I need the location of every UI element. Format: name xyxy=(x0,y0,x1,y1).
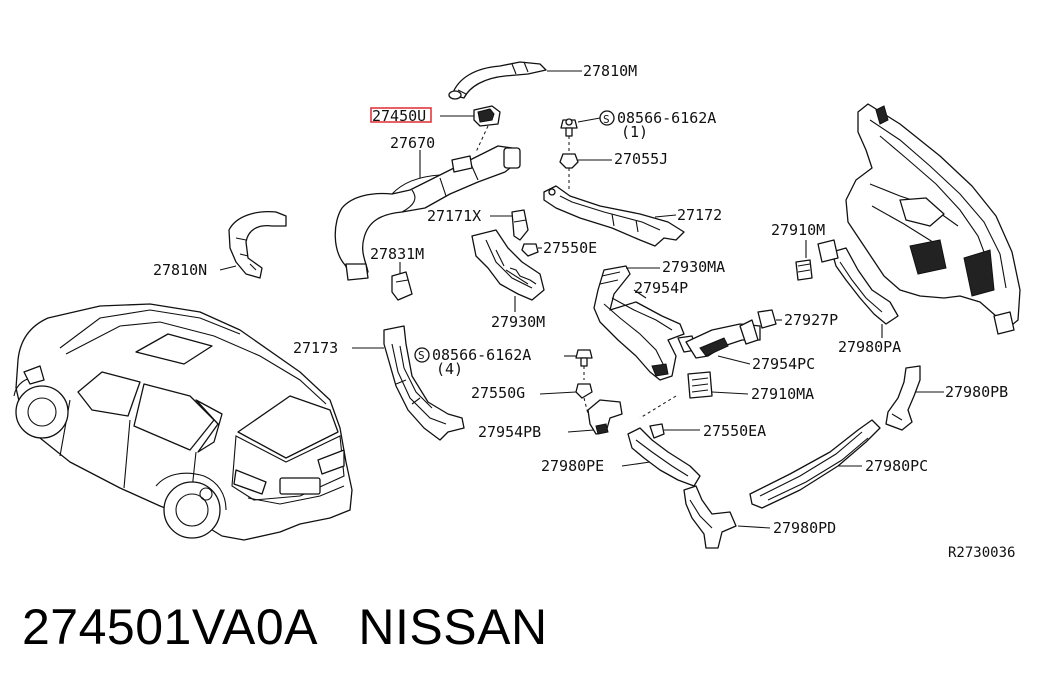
label-27810M: 27810M xyxy=(583,62,637,80)
label-27450U: 27450U xyxy=(372,107,426,125)
label-27954P: 27954P xyxy=(634,279,688,297)
label-27954PC: 27954PC xyxy=(752,355,815,373)
label-27980PC: 27980PC xyxy=(865,457,928,475)
duct-27980PD-drawing xyxy=(683,485,737,549)
clip-27927P-drawing xyxy=(757,309,777,329)
clip-27550EA-drawing xyxy=(649,423,665,439)
screw-symbol-circle-mid xyxy=(414,347,430,363)
label-27550G: 27550G xyxy=(471,384,525,402)
label-27670: 27670 xyxy=(390,134,435,152)
screw-symbol-circle-top xyxy=(599,110,615,126)
duct-27980PA-drawing xyxy=(817,239,899,325)
vehicle-drawing xyxy=(13,303,353,541)
nut-27055J-drawing xyxy=(559,153,579,169)
label-27980PD: 27980PD xyxy=(773,519,836,537)
clip-27831M-drawing xyxy=(391,271,413,301)
label-27980PA: 27980PA xyxy=(838,338,901,356)
label-27954PB: 27954PB xyxy=(478,423,541,441)
highlight-box-27450U xyxy=(370,107,432,123)
label-27550E: 27550E xyxy=(543,239,597,257)
label-08566-6162A-top: 08566-6162A xyxy=(617,109,716,127)
footer-caption: 274501VA0A NISSAN xyxy=(22,598,548,656)
footer-brand: NISSAN xyxy=(358,599,548,655)
screw-08566-mid-drawing xyxy=(575,349,593,367)
label-27171X: 27171X xyxy=(427,207,481,225)
clip-27171X-drawing xyxy=(511,209,529,241)
duct-27954PC-drawing xyxy=(685,319,761,359)
duct-27810N-drawing xyxy=(228,210,287,279)
duct-27930M-drawing xyxy=(471,229,545,301)
duct-27980PB-drawing xyxy=(885,365,921,431)
label-27910M: 27910M xyxy=(771,221,825,239)
screw-08566-top-drawing xyxy=(560,118,578,137)
label-27173: 27173 xyxy=(293,339,338,357)
label-08566-6162A-mid: 08566-6162A xyxy=(432,346,531,364)
clip-27450U-drawing xyxy=(473,105,501,127)
label-27980PE: 27980PE xyxy=(541,457,604,475)
screw-symbol-mid: S xyxy=(418,349,425,362)
label-27980PB: 27980PB xyxy=(945,383,1008,401)
label-27172: 27172 xyxy=(677,206,722,224)
label-27831M: 27831M xyxy=(370,245,424,263)
label-27810N: 27810N xyxy=(153,261,207,279)
label-27930MA: 27930MA xyxy=(662,258,725,276)
label-27550EA: 27550EA xyxy=(703,422,766,440)
diagram-ref-code: R2730036 xyxy=(948,545,1015,561)
grille-27910MA-drawing xyxy=(687,371,713,399)
label-27910MA: 27910MA xyxy=(751,385,814,403)
label-08566-qty-top: (1) xyxy=(621,123,648,141)
grille-27910M-drawing xyxy=(795,259,813,281)
duct-27954PB-drawing xyxy=(587,399,623,435)
label-08566-qty-mid: (4) xyxy=(436,360,463,378)
bracket-27172-drawing xyxy=(543,185,685,247)
label-27055J: 27055J xyxy=(614,150,668,168)
rear-trim-panel-drawing xyxy=(845,103,1021,335)
duct-27980PE-drawing xyxy=(627,427,701,487)
label-27927P: 27927P xyxy=(784,311,838,329)
duct-27980PC-drawing xyxy=(749,419,881,509)
duct-27173-drawing xyxy=(383,325,465,441)
clip-27550E-drawing xyxy=(521,243,539,257)
screw-symbol-top: S xyxy=(603,113,610,126)
duct-27670-drawing xyxy=(334,145,521,281)
label-27930M: 27930M xyxy=(491,313,545,331)
clip-27550G-drawing xyxy=(575,383,593,399)
footer-part-number: 274501VA0A xyxy=(22,599,316,655)
duct-27810M-drawing xyxy=(448,61,547,100)
